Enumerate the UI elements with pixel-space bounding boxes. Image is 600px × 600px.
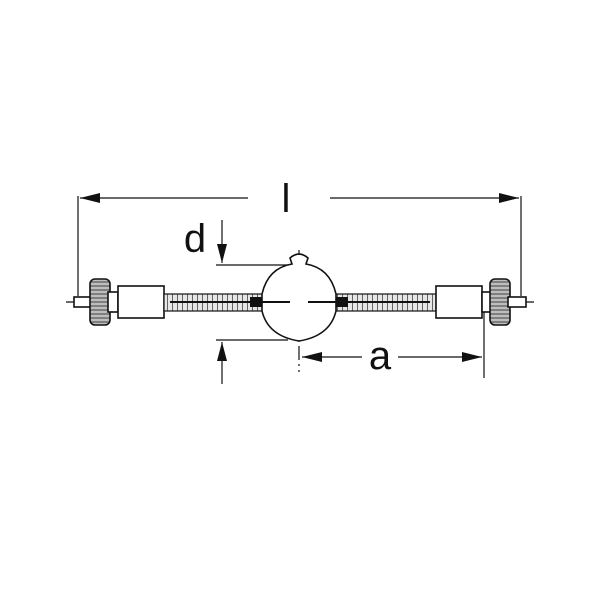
arc-distance-dimension: a	[302, 310, 485, 378]
right-ferrule	[435, 285, 483, 319]
length-label: l	[282, 177, 291, 221]
length-arrow-right	[499, 193, 519, 203]
length-arrow-left	[80, 193, 100, 203]
left-knurled-cap	[89, 278, 111, 326]
arc-arrow-right	[462, 352, 482, 362]
diameter-arrow-top	[217, 244, 227, 263]
arc-arrow-left	[302, 352, 322, 362]
left-ferrule	[117, 285, 165, 319]
arc-distance-label: a	[369, 334, 392, 378]
discharge-lamp	[73, 253, 527, 342]
bulb	[261, 253, 337, 342]
left-electrode-tip	[250, 297, 262, 307]
right-electrode-tip	[336, 297, 348, 307]
length-dimension: l	[77, 177, 522, 296]
right-knurled-cap	[489, 278, 511, 326]
diameter-arrow-bottom	[217, 342, 227, 361]
diameter-label: d	[184, 217, 206, 261]
diameter-dimension: d	[184, 217, 288, 384]
left-cap-neck	[107, 291, 119, 313]
right-terminal-pin	[507, 296, 527, 308]
